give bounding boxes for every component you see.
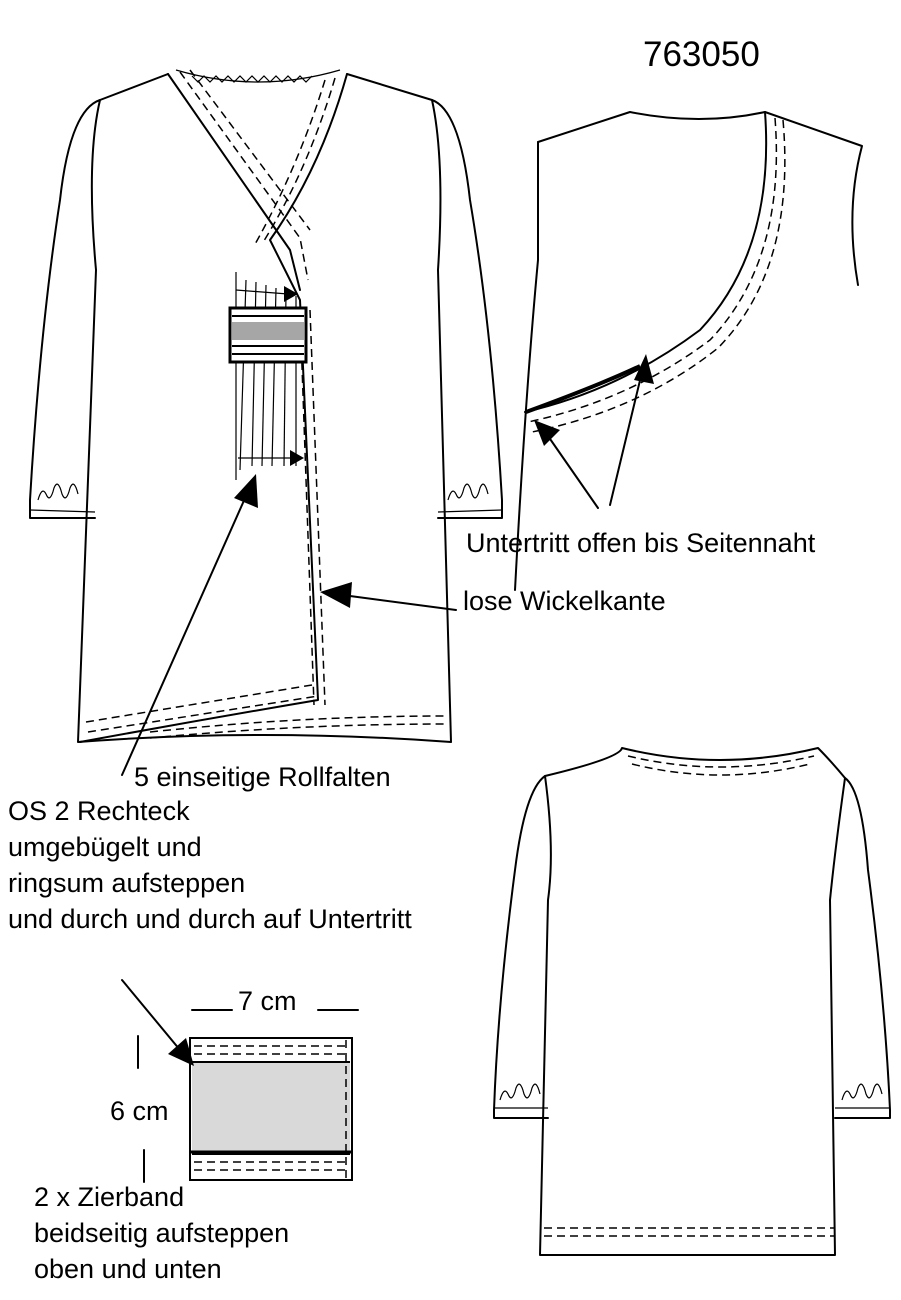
pleats-arrow xyxy=(234,474,258,508)
underlap-arrow-left xyxy=(534,420,560,446)
wrap-edge-upper xyxy=(167,73,301,291)
front-left-sleeve xyxy=(29,99,101,519)
front-body-outline xyxy=(77,73,452,743)
label-underlap: Untertritt offen bis Seitennaht xyxy=(466,528,816,558)
front-right-cuff-gathers xyxy=(447,483,489,501)
label-ribbon-line-3: oben und unten xyxy=(34,1254,222,1284)
rectangle-detail xyxy=(189,1037,353,1181)
wrap-edge-lower xyxy=(79,73,348,743)
label-os2-line-4: und durch und durch auf Untertritt xyxy=(8,904,412,934)
pleat-arrow-bottom xyxy=(290,450,304,466)
label-ribbon-line-1: 2 x Zierband xyxy=(34,1182,184,1212)
underlap-outline xyxy=(537,111,863,286)
back-left-cuff-gathers xyxy=(499,1083,541,1101)
back-body-outline xyxy=(539,747,846,1256)
label-os2-line-3: ringsum aufsteppen xyxy=(8,868,245,898)
front-right-sleeve xyxy=(431,99,503,519)
label-width: 7 cm xyxy=(238,986,297,1016)
front-left-cuff-line xyxy=(29,509,96,513)
pleat-arrow-top xyxy=(284,286,298,302)
underlap-arrow-right xyxy=(634,354,654,384)
front-rectangle-os2 xyxy=(228,306,308,364)
label-height: 6 cm xyxy=(110,1096,169,1126)
label-pleats: 5 einseitige Rollfalten xyxy=(134,762,391,792)
label-os2-line-1: OS 2 Rechteck xyxy=(8,796,190,826)
roll-pleats xyxy=(235,272,297,480)
pattern-number: 763050 xyxy=(643,35,760,74)
front-left-cuff-gathers xyxy=(37,483,79,501)
label-os2-line-2: umgebügelt und xyxy=(8,832,202,862)
rectangle-arrow xyxy=(168,1038,194,1066)
underlap-view xyxy=(514,111,863,591)
front-right-cuff-line xyxy=(437,509,503,513)
underlap-edge xyxy=(524,111,768,413)
loose-edge-arrow xyxy=(320,582,352,608)
back-left-sleeve xyxy=(493,775,549,1119)
label-loose-edge: lose Wickelkante xyxy=(463,586,666,616)
front-view xyxy=(29,69,503,743)
label-ribbon-line-2: beidseitig aufsteppen xyxy=(34,1218,289,1248)
back-right-sleeve xyxy=(834,777,891,1119)
front-neck-ruffle xyxy=(191,75,313,83)
back-view xyxy=(493,747,891,1256)
back-right-cuff-gathers xyxy=(841,1083,883,1101)
